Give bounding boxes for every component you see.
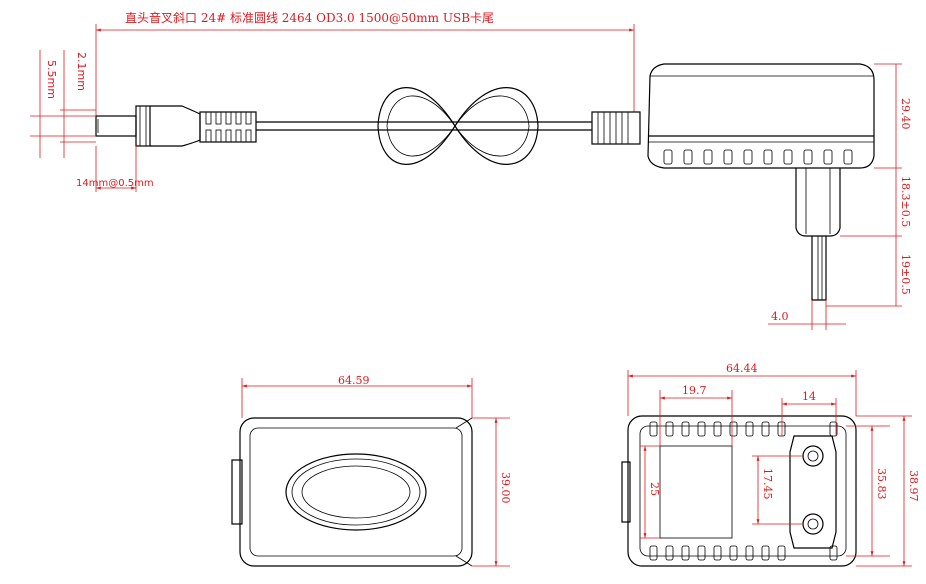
pin-hole-top <box>802 445 824 467</box>
pin-hole-bottom <box>802 513 824 535</box>
plug-dimensions: 2.1mm 5.5mm 14mm@0.5mm <box>30 50 154 192</box>
recess-length-label: 19.7 <box>682 384 707 397</box>
strain-relief-ribs <box>199 111 257 143</box>
socket-width-label: 14 <box>802 390 816 403</box>
inner-width-label: 35.83 <box>875 468 888 500</box>
cable-spec-dimension: 直头音叉斜口 24# 标准圆线 2464 OD3.0 1500@50mm USB… <box>95 10 635 120</box>
bottom-view-dimensions: 64.44 19.7 14 17.45 25 35.83 38.97 <box>627 362 920 567</box>
plug-inner-diameter: 2.1mm <box>75 52 88 91</box>
body-height-label: 29.40 <box>899 98 912 130</box>
top-view-dimensions: 64.59 39.00 <box>241 374 512 567</box>
cable <box>256 87 592 165</box>
pin-spacing-label: 17.45 <box>761 468 774 500</box>
side-view-dimensions: 29.40 18.3±0.5 19±0.5 4.0 <box>768 63 912 330</box>
adapter-top-view <box>231 417 473 567</box>
plug-length-label: 14mm@0.5mm <box>76 178 154 189</box>
recess-height-label: 25 <box>648 482 661 496</box>
cable-spec-text: 直头音叉斜口 24# 标准圆线 2464 OD3.0 1500@50mm USB… <box>125 10 494 25</box>
bottom-length-label: 64.44 <box>726 362 758 375</box>
adapter-side-view <box>591 63 875 301</box>
top-width-label: 39.00 <box>499 472 512 504</box>
outer-width-label: 38.97 <box>907 470 920 502</box>
bottom-top-vent-ribs <box>649 421 838 437</box>
pin-diameter-label: 4.0 <box>771 310 789 323</box>
adapter-bottom-view <box>621 415 857 567</box>
side-vent-ribs <box>663 149 853 165</box>
dc-plug <box>95 105 257 147</box>
plug-outer-diameter: 5.5mm <box>45 60 58 99</box>
pin-length-label: 19±0.5 <box>899 254 912 295</box>
pin-base-label: 18.3±0.5 <box>899 176 912 227</box>
top-length-label: 64.59 <box>338 374 370 387</box>
bottom-bottom-vent-ribs <box>649 545 838 561</box>
